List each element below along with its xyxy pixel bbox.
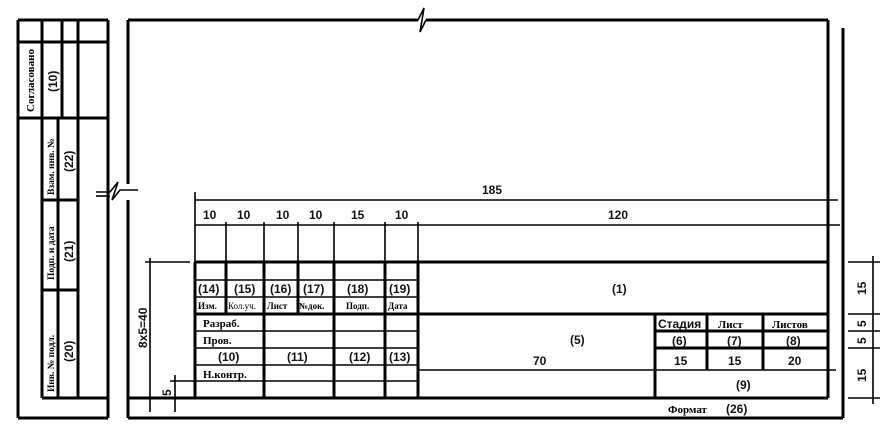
row-num-12: (12) bbox=[349, 350, 370, 364]
col-num-14: (14) bbox=[198, 282, 219, 296]
dim-col-5: 15 bbox=[351, 208, 365, 222]
dimension-lines bbox=[145, 192, 880, 412]
dim-stage-col-1: 15 bbox=[674, 354, 688, 368]
row-norm-control: Н.контр. bbox=[203, 369, 247, 381]
field-8: (8) bbox=[786, 334, 801, 348]
dim-field5-width: 70 bbox=[533, 354, 547, 368]
sign-date-number: (21) bbox=[62, 241, 76, 262]
format-number: (26) bbox=[726, 402, 747, 416]
row-num-11: (11) bbox=[287, 350, 308, 364]
col-num-16: (16) bbox=[270, 282, 291, 296]
col-num-19: (19) bbox=[389, 282, 410, 296]
field-1: (1) bbox=[612, 282, 627, 296]
row-num-13: (13) bbox=[389, 350, 410, 364]
dim-total-width: 185 bbox=[482, 183, 502, 197]
inv-orig-number: (20) bbox=[62, 341, 76, 362]
dim-col-1: 10 bbox=[203, 208, 217, 222]
col-header-qty: Кол.уч. bbox=[228, 301, 256, 311]
dim-total-height: 8x5=40 bbox=[136, 307, 150, 348]
dim-right-2: 5 bbox=[855, 320, 869, 327]
dim-right-3: 5 bbox=[855, 337, 869, 344]
dim-col-3: 10 bbox=[276, 208, 290, 222]
col-header-sheet: Лист bbox=[267, 301, 288, 311]
dim-stage-col-3: 20 bbox=[788, 354, 802, 368]
col-num-18: (18) bbox=[347, 282, 368, 296]
field-6: (6) bbox=[672, 334, 687, 348]
stage-header: Стадия bbox=[658, 317, 701, 331]
row-checker: Пров. bbox=[203, 335, 232, 347]
dim-right-width: 120 bbox=[608, 208, 628, 222]
field-9: (9) bbox=[736, 378, 751, 392]
replace-inv-label: Взам. инв. № bbox=[47, 139, 57, 196]
title-block-grid bbox=[193, 260, 828, 398]
inv-orig-label: Инв. № подл. bbox=[47, 335, 57, 392]
agreed-label: Согласовано bbox=[25, 49, 37, 112]
col-num-15: (15) bbox=[234, 282, 255, 296]
dim-col-4: 10 bbox=[309, 208, 323, 222]
col-header-doc-no: №док. bbox=[299, 301, 325, 311]
dim-right-1: 15 bbox=[855, 281, 869, 295]
col-header-sign: Подп. bbox=[346, 301, 369, 311]
sheet-header: Лист bbox=[718, 319, 743, 331]
dim-right-4: 15 bbox=[855, 368, 869, 382]
sign-date-label: Подп. и дата bbox=[47, 226, 57, 280]
col-header-change: Изм. bbox=[198, 301, 217, 311]
side-strip bbox=[16, 18, 110, 420]
agreed-number: (10) bbox=[46, 71, 60, 92]
break-mark-left bbox=[96, 181, 138, 201]
dim-stage-col-2: 15 bbox=[728, 354, 742, 368]
dim-row-height: 5 bbox=[160, 389, 174, 396]
replace-inv-number: (22) bbox=[62, 151, 76, 172]
row-developer: Разраб. bbox=[203, 318, 240, 330]
row-num-10: (10) bbox=[218, 350, 239, 364]
col-header-date: Дата bbox=[388, 301, 408, 311]
dim-col-2: 10 bbox=[237, 208, 251, 222]
sheets-header: Листов bbox=[772, 319, 808, 331]
field-7: (7) bbox=[727, 334, 742, 348]
col-num-17: (17) bbox=[303, 282, 324, 296]
format-label: Формат bbox=[668, 404, 708, 416]
field-5: (5) bbox=[570, 333, 585, 347]
dim-col-6: 10 bbox=[395, 208, 409, 222]
